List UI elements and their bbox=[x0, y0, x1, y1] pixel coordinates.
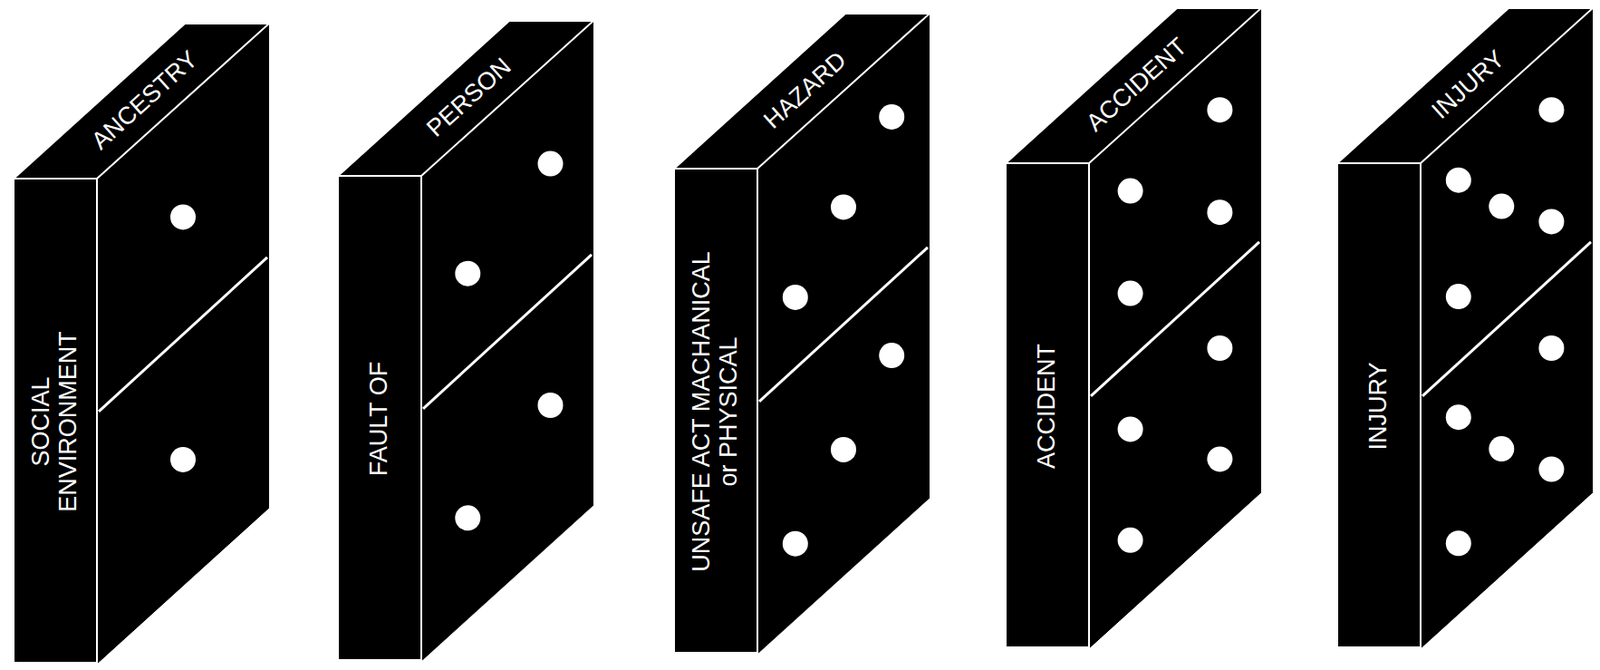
domino: UNSAFE ACT MACHANICAL or PHYSICALHAZARD bbox=[673, 12, 930, 654]
domino-top bbox=[674, 13, 930, 169]
domino-pip bbox=[1488, 435, 1514, 462]
domino-pip bbox=[1445, 283, 1472, 309]
domino-end bbox=[13, 178, 97, 663]
domino-face bbox=[1420, 7, 1593, 648]
domino-pip bbox=[538, 151, 564, 177]
domino-pip bbox=[454, 504, 481, 531]
domino-divider bbox=[1422, 241, 1591, 396]
domino-pip bbox=[782, 530, 809, 557]
domino-pip bbox=[1538, 335, 1564, 361]
domino-pip bbox=[1118, 178, 1144, 204]
domino-top bbox=[337, 20, 594, 176]
domino-top bbox=[13, 23, 270, 179]
domino-pip bbox=[878, 342, 905, 368]
end-label: FAULT OF bbox=[366, 360, 394, 476]
domino-pip bbox=[782, 284, 809, 310]
domino-pip bbox=[170, 203, 196, 230]
domino-end bbox=[337, 175, 422, 660]
domino-pip bbox=[1538, 456, 1564, 482]
domino-pip bbox=[878, 104, 905, 130]
domino-pip bbox=[1538, 96, 1564, 123]
domino-pip bbox=[538, 392, 564, 418]
domino-divider bbox=[98, 257, 268, 412]
domino-pip bbox=[1206, 199, 1233, 225]
end-label: INJURY bbox=[1365, 361, 1393, 450]
domino-face bbox=[757, 12, 930, 654]
domino-pip bbox=[1445, 167, 1472, 193]
end-label: ACCIDENT bbox=[1033, 342, 1061, 468]
domino: SOCIAL ENVIRONMENTANCESTRY bbox=[12, 22, 270, 664]
domino-pip bbox=[1445, 530, 1472, 556]
end-label: UNSAFE ACT MACHANICAL or PHYSICAL bbox=[688, 250, 743, 573]
domino-end bbox=[674, 168, 758, 653]
domino-pip bbox=[170, 446, 196, 473]
domino: INJURYINJURY bbox=[1336, 7, 1593, 648]
domino-pip bbox=[1488, 193, 1514, 220]
domino-face bbox=[421, 19, 594, 661]
domino: FAULT OFPERSON bbox=[337, 19, 594, 661]
domino-pip bbox=[454, 260, 481, 287]
domino-pip bbox=[830, 436, 857, 463]
domino-pip bbox=[1206, 445, 1233, 472]
domino-pip bbox=[1206, 96, 1233, 123]
end-label: SOCIAL ENVIRONMENT bbox=[28, 327, 82, 515]
domino-divider bbox=[1090, 241, 1260, 396]
domino: ACCIDENTACCIDENT bbox=[1004, 7, 1262, 648]
domino-pip bbox=[830, 193, 857, 220]
domino-top bbox=[1337, 8, 1593, 164]
domino-end bbox=[1005, 163, 1090, 647]
domino-pip bbox=[1118, 280, 1144, 307]
domino-pip bbox=[1118, 527, 1144, 553]
domino-divider bbox=[423, 254, 592, 409]
domino-top bbox=[1005, 8, 1262, 164]
domino-pip bbox=[1118, 415, 1144, 442]
domino-end bbox=[1337, 163, 1421, 647]
domino-pip bbox=[1445, 404, 1472, 430]
domino-pip bbox=[1206, 335, 1233, 361]
domino-divider bbox=[759, 247, 928, 402]
domino-pip bbox=[1538, 208, 1564, 234]
